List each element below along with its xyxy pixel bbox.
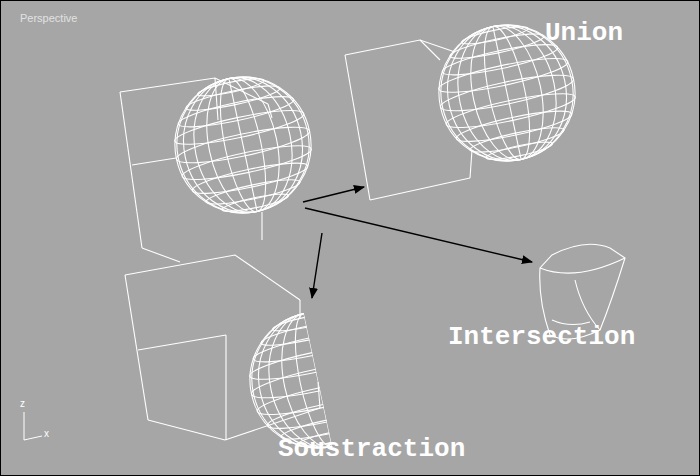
operation-label: Union <box>545 18 623 48</box>
viewport-name: Perspective <box>20 12 77 25</box>
axis-label: z <box>20 398 25 409</box>
operation-label: Soustraction <box>278 434 465 464</box>
operation-label: Intersection <box>448 322 635 352</box>
axis-label: x <box>44 428 49 439</box>
